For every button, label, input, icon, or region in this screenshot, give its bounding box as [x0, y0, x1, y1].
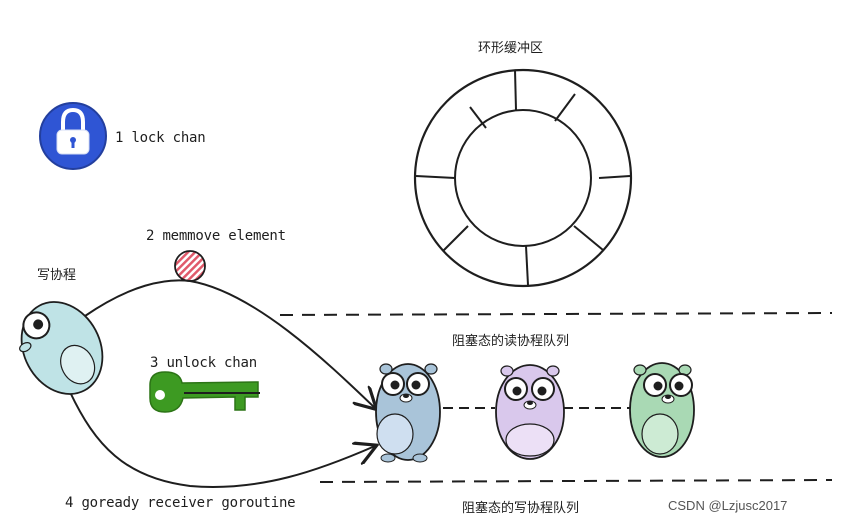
recv-queue-label: 阻塞态的读协程队列 — [452, 334, 570, 349]
writer-label: 写协程 — [37, 268, 77, 283]
step3-label: 3 unlock chan — [150, 355, 257, 371]
key-icon — [149, 371, 260, 413]
step1-label: 1 lock chan — [115, 130, 206, 146]
ring-buffer-label: 环形缓冲区 — [478, 41, 544, 56]
goready-arrow — [69, 391, 375, 488]
queue-bottom-line — [319, 479, 833, 483]
receiver-gopher-green — [629, 362, 695, 458]
striped-ball-icon — [174, 250, 206, 282]
writer-gopher — [19, 301, 104, 395]
lock-icon — [39, 102, 107, 170]
queue-top-line — [279, 312, 833, 316]
memmove-arrow — [84, 279, 375, 408]
ring-buffer — [413, 68, 633, 288]
step2-label: 2 memmove element — [146, 228, 286, 244]
receiver-gopher-purple — [495, 364, 565, 460]
watermark: CSDN @Lzjusc2017 — [668, 498, 788, 513]
receiver-gopher-blue — [375, 363, 441, 463]
step4-label: 4 goready receiver goroutine — [65, 495, 296, 511]
ring-buffer-slots — [415, 69, 631, 286]
send-queue-label: 阻塞态的写协程队列 — [462, 501, 580, 516]
